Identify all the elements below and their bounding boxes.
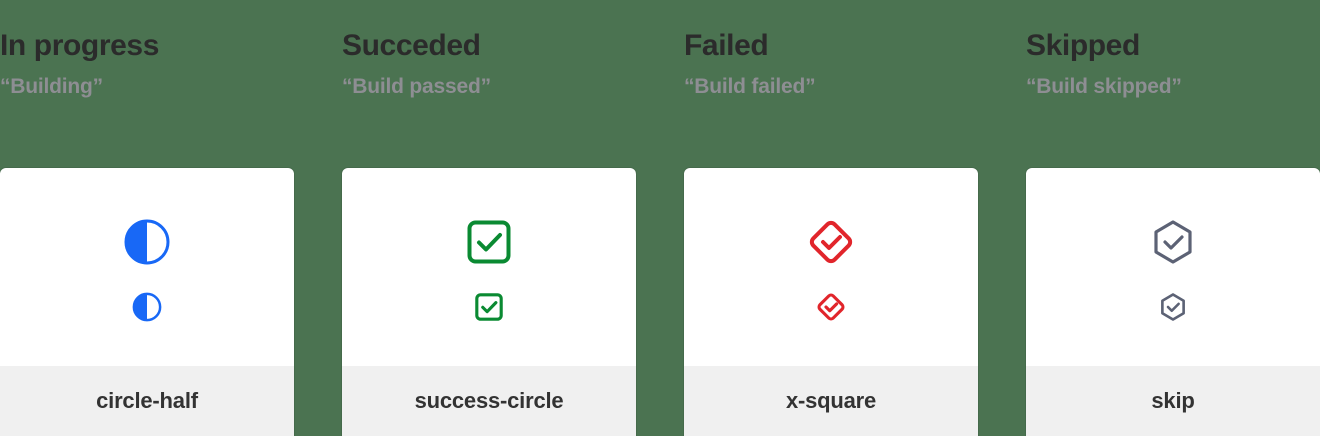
success-circle-icon-small [474,292,504,322]
column-title: In progress [0,29,159,62]
icon-name-label: success-circle [414,388,564,413]
icon-card-skip[interactable]: skip [1026,168,1320,436]
column-title: Succeded [342,29,481,62]
column-subtitle: “Build skipped” [1026,75,1182,98]
icon-card-footer: success-circle [342,366,636,436]
icon-name-label: circle-half [96,388,198,413]
circle-half-icon-small [132,292,162,322]
icon-card-footer: x-square [684,366,978,436]
icon-card-body [684,168,978,366]
icon-card-circle-half[interactable]: circle-half [0,168,294,436]
status-column-failed: Failed “Build failed” [684,0,978,436]
icon-card-body [342,168,636,366]
column-subtitle: “Build failed” [684,75,816,98]
status-column-skipped: Skipped “Build skipped” [1026,0,1320,436]
column-title: Failed [684,29,769,62]
column-header: Succeded “Build passed” [342,0,682,98]
status-column-in-progress: In progress “Building” [0,0,294,436]
icon-name-label: skip [1151,388,1195,413]
status-column-succeded: Succeded “Build passed” [342,0,636,436]
skip-icon [1149,218,1197,266]
success-circle-icon [465,218,513,266]
column-subtitle: “Building” [0,75,103,98]
x-square-icon-small [816,292,846,322]
column-header: Failed “Build failed” [684,0,1024,98]
column-header: In progress “Building” [0,0,340,98]
skip-icon-small [1158,292,1188,322]
column-header: Skipped “Build skipped” [1026,0,1320,98]
icon-card-x-square[interactable]: x-square [684,168,978,436]
circle-half-icon [123,218,171,266]
icon-card-footer: skip [1026,366,1320,436]
x-square-icon [807,218,855,266]
icon-name-label: x-square [785,388,877,413]
column-title: Skipped [1026,29,1140,62]
icon-card-footer: circle-half [0,366,294,436]
icon-card-body [1026,168,1320,366]
icon-card-body [0,168,294,366]
column-subtitle: “Build passed” [342,75,491,98]
icon-card-success-circle[interactable]: success-circle [342,168,636,436]
